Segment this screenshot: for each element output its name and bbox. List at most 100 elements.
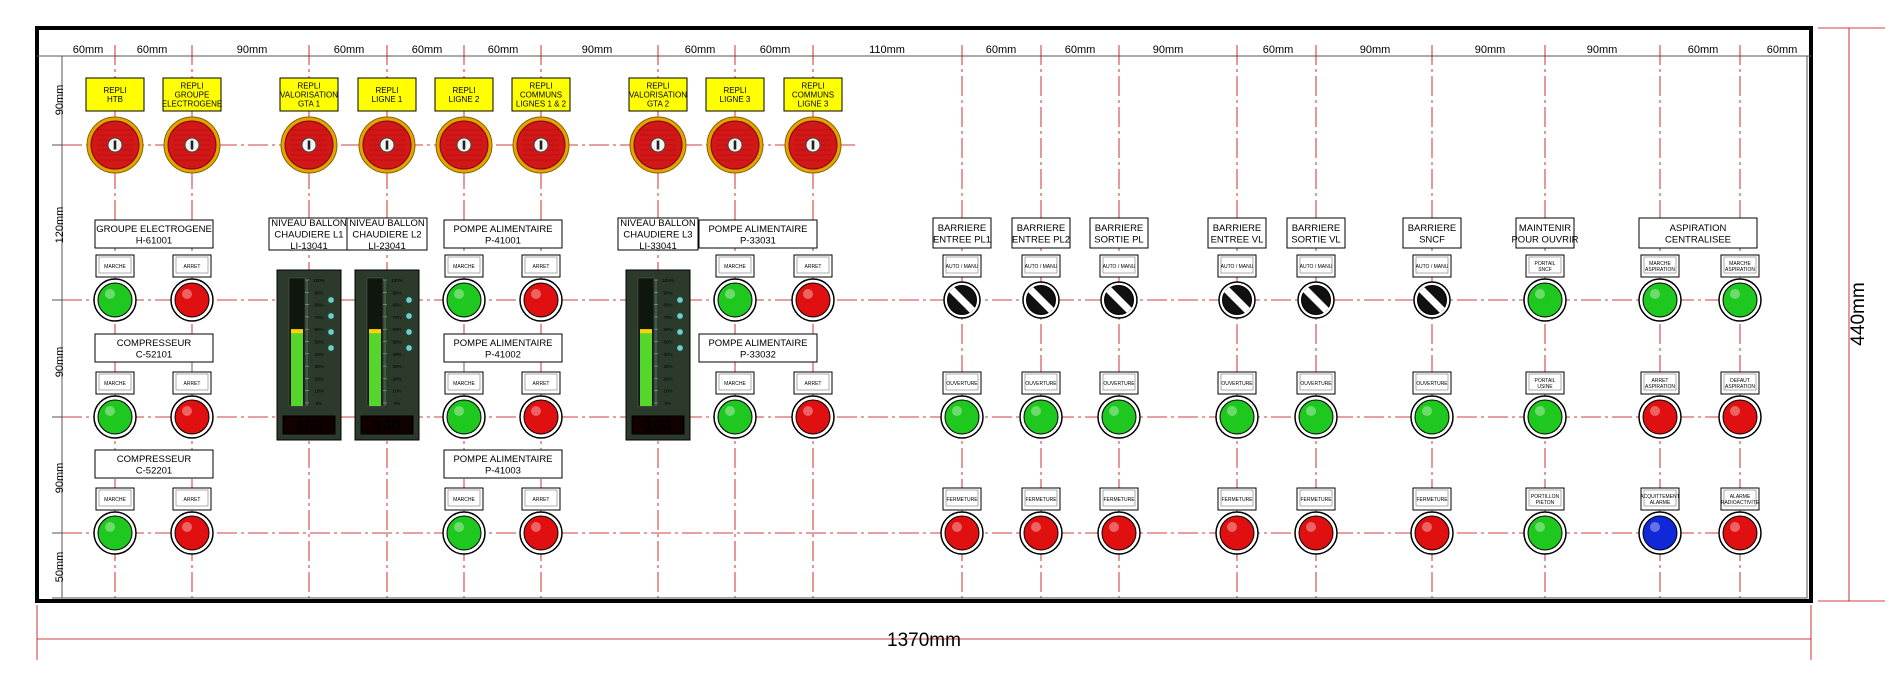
- pushbutton: [1722, 282, 1758, 318]
- group-label-box-text: POMPE ALIMENTAIRE: [708, 224, 807, 235]
- meter-label-box-text: CHAUDIERE L3: [623, 230, 692, 241]
- repli-tag-text: GROUPE: [175, 91, 210, 100]
- bargraph-scale-label: 0%: [316, 401, 323, 406]
- bargraph-led: [676, 344, 684, 352]
- repli-tag-text: LIGNE 1: [372, 95, 403, 104]
- dimension-label-left: 90mm: [54, 347, 66, 378]
- legend-plate: [793, 371, 833, 395]
- legend-plate-inner: [1299, 256, 1333, 274]
- group-label-box: [94, 333, 214, 363]
- bargraph-scale-label: 20%: [663, 376, 672, 381]
- repli-tag: [783, 77, 843, 112]
- legend-plate-text: FERMETURE: [946, 497, 978, 503]
- legend-plate-text: MARCHE: [453, 264, 475, 270]
- repli-tag-text: REPLI: [801, 82, 824, 91]
- group-label-box: [1011, 217, 1071, 249]
- key-slot: [656, 140, 660, 150]
- legend-plate: [942, 254, 982, 278]
- pushbutton: [1219, 515, 1255, 551]
- bargraph-led: [327, 296, 335, 304]
- bargraph-scale-label: 10%: [392, 389, 401, 394]
- legend-plate: [1412, 254, 1452, 278]
- button-highlight: [1227, 406, 1237, 416]
- legend-plate: [1525, 487, 1565, 511]
- group-label-box-text: BARRIERE: [1292, 223, 1341, 234]
- legend-plate-text: PORTAIL: [1535, 378, 1556, 384]
- group-label-box: [1638, 217, 1758, 249]
- meter-label-box: [617, 217, 699, 251]
- pushbutton: [1642, 282, 1678, 318]
- selector-handle: [1303, 287, 1329, 313]
- repli-tag-text: REPLI: [103, 86, 126, 95]
- bargraph-led: [405, 328, 413, 336]
- legend-plate-text: OUVERTURE: [1025, 381, 1057, 387]
- button-highlight: [1535, 289, 1545, 299]
- repli-tag-text: GTA 2: [647, 100, 670, 109]
- meter-label-box-text: CHAUDIERE L1: [274, 230, 343, 241]
- selector-handle: [1106, 287, 1132, 313]
- legend-plate-text: PORTILLON: [1531, 494, 1560, 500]
- bargraph-led: [405, 344, 413, 352]
- legend-plate-text: AUTO / MANU: [1416, 264, 1449, 270]
- bargraph-display: [360, 415, 414, 435]
- legend-plate-inner: [524, 256, 558, 274]
- dimension-label-top: 60mm: [73, 44, 104, 56]
- legend-plate-text: MARCHE: [104, 381, 126, 387]
- group-label-box: [1286, 217, 1346, 249]
- meter-label-box-text: LI-13041: [290, 241, 328, 252]
- bargraph-scale-label: 90%: [314, 290, 323, 295]
- group-label-box: [1402, 217, 1462, 249]
- legend-plate: [1217, 254, 1257, 278]
- bargraph-scale-label: 50%: [314, 340, 323, 345]
- dimension-label-top: 90mm: [1587, 44, 1618, 56]
- legend-plate: [1099, 254, 1139, 278]
- bargraph-scale-label: 40%: [663, 352, 672, 357]
- legend-plate-text: MARCHE: [453, 381, 475, 387]
- meter-label-box-text: LI-33041: [639, 241, 677, 252]
- level-bargraph-l3: 100%90%80%70%60%50%40%30%20%10%0%100: [625, 269, 691, 441]
- selector-handle: [1224, 287, 1250, 313]
- repli-tag-text: LIGNES 1 & 2: [516, 100, 567, 109]
- dimension-label-top: 60mm: [334, 44, 365, 56]
- bargraph-led: [676, 312, 684, 320]
- legend-plate-inner: [98, 489, 132, 507]
- legend-plate-text: FERMETURE: [1300, 497, 1332, 503]
- bargraph-scale-label: 30%: [663, 364, 672, 369]
- legend-plate-inner: [1643, 373, 1677, 391]
- pushbutton: [1298, 515, 1334, 551]
- height-dimension-label: 440mm: [1848, 282, 1869, 345]
- group-label-box-text: P-33031: [740, 235, 776, 246]
- legend-plate-text: MARCHE: [104, 264, 126, 270]
- legend-plate-inner: [1723, 489, 1757, 507]
- group-label-box: [94, 219, 214, 249]
- legend-plate: [942, 487, 982, 511]
- legend-plate: [1217, 371, 1257, 395]
- group-label-box-text: H-61001: [136, 235, 172, 246]
- legend-plate: [1640, 254, 1680, 278]
- dimension-label-top: 90mm: [582, 44, 613, 56]
- bargraph-high-mark: [640, 329, 652, 334]
- legend-plate-text: ARRET: [805, 381, 822, 387]
- button-highlight: [1730, 406, 1740, 416]
- legend-plate: [172, 487, 212, 511]
- button-highlight: [531, 289, 541, 299]
- legend-plate: [1099, 487, 1139, 511]
- group-label-box: [443, 333, 563, 363]
- bargraph-scale-label: 30%: [314, 364, 323, 369]
- legend-plate-text: MARCHE: [724, 381, 746, 387]
- legend-plate-inner: [718, 256, 752, 274]
- legend-plate: [1412, 371, 1452, 395]
- legend-plate: [1021, 254, 1061, 278]
- dimension-label-left: 90mm: [54, 463, 66, 494]
- pushbutton: [795, 282, 831, 318]
- legend-plate: [1525, 371, 1565, 395]
- pushbutton: [717, 282, 753, 318]
- legend-plate-text: PORTAIL: [1535, 261, 1556, 267]
- button-highlight: [725, 289, 735, 299]
- legend-plate-inner: [175, 256, 209, 274]
- group-label-box: [698, 333, 818, 363]
- dimension-label-top: 60mm: [137, 44, 168, 56]
- button-highlight: [1306, 522, 1316, 532]
- bargraph-led: [327, 328, 335, 336]
- button-highlight: [1422, 406, 1432, 416]
